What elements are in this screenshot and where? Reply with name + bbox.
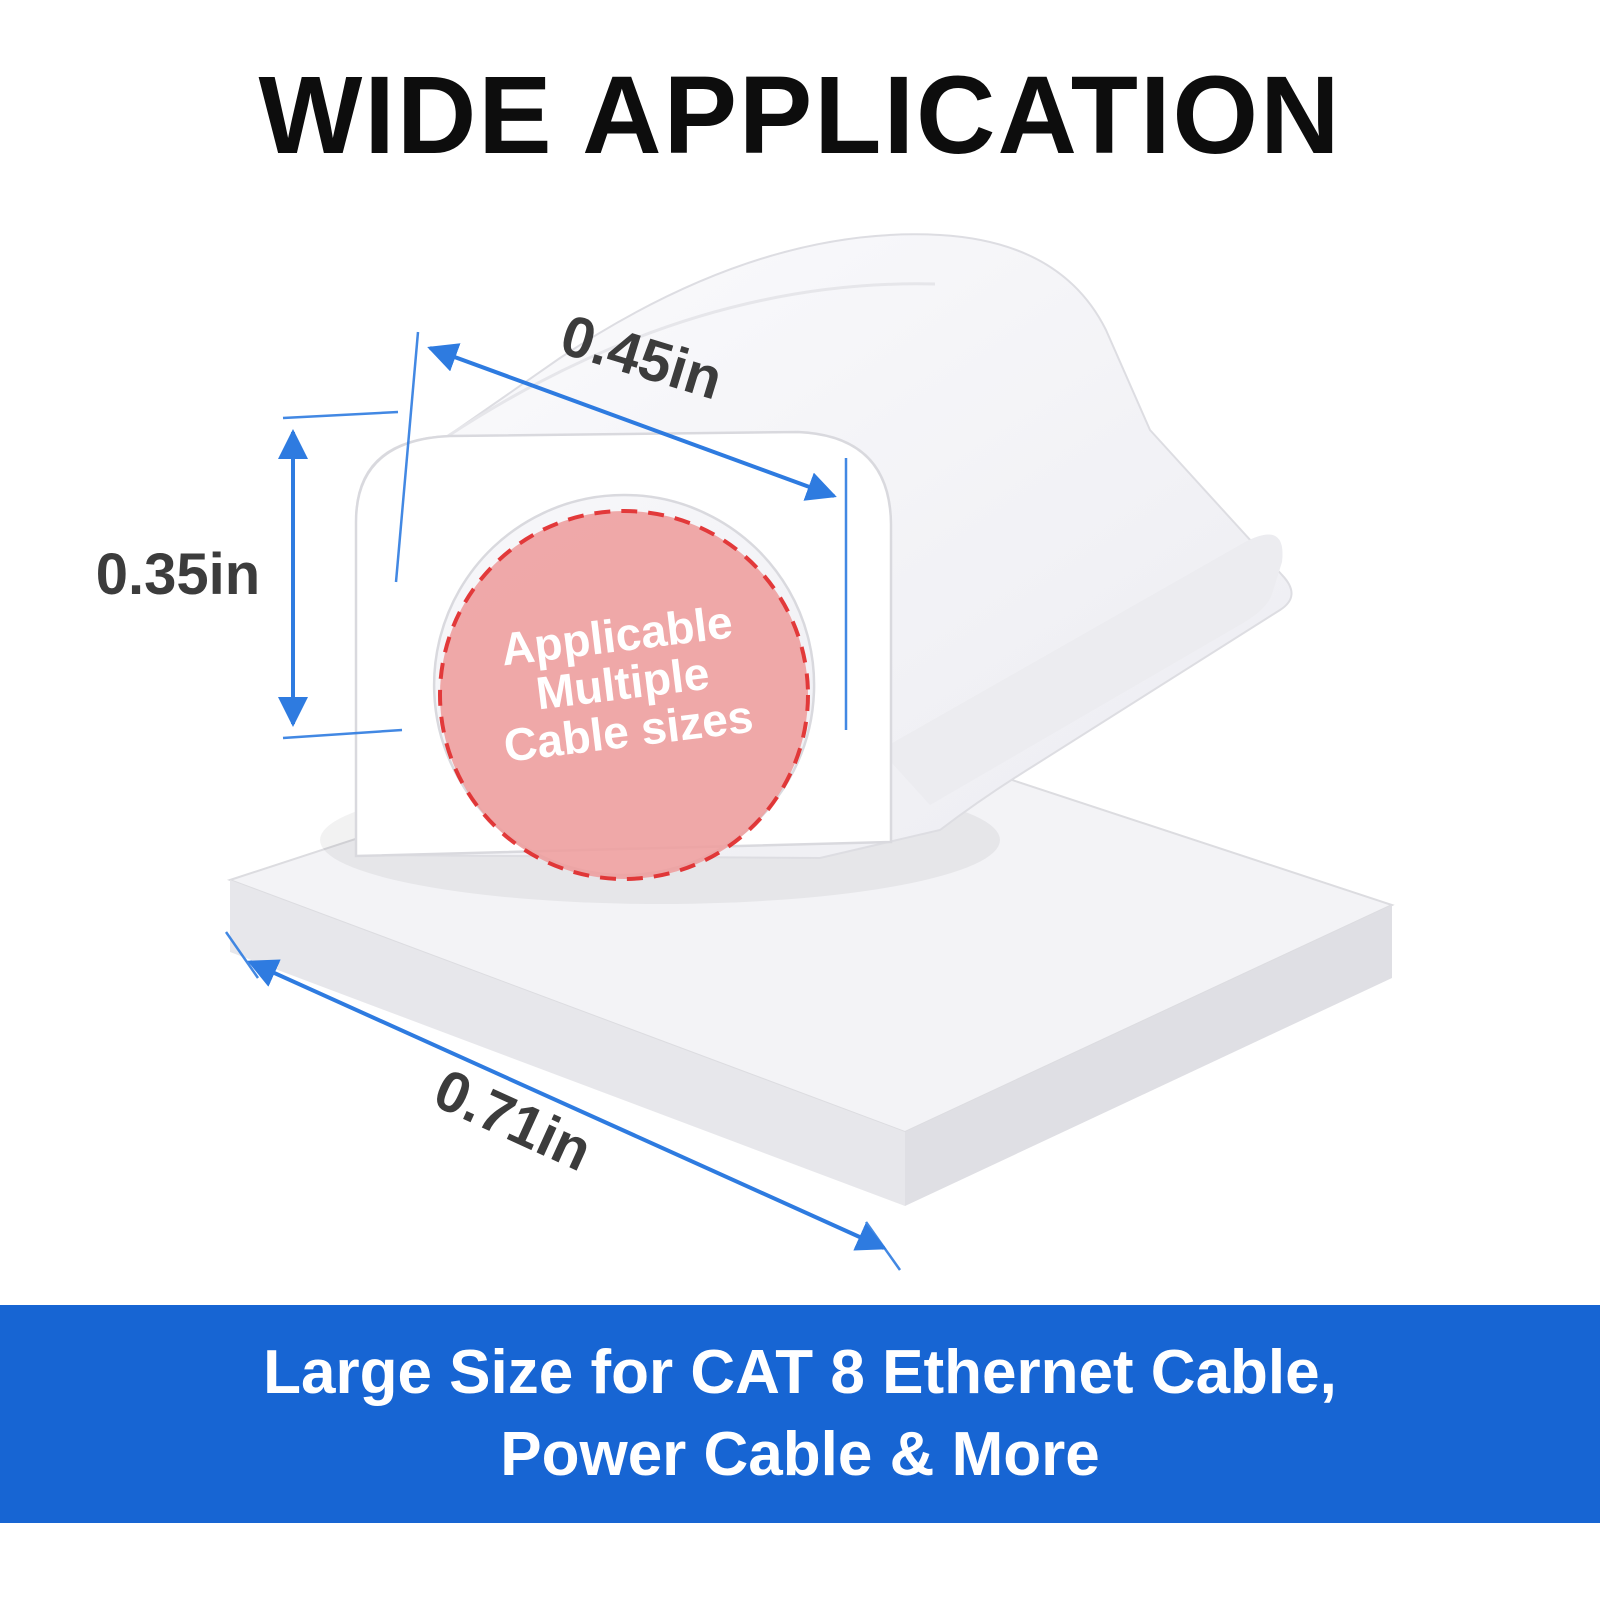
bottom-banner: Large Size for CAT 8 Ethernet Cable, Pow… [0, 1305, 1600, 1523]
cable-size-highlight: Applicable Multiple Cable sizes [438, 509, 810, 881]
banner-text-line2: Power Cable & More [500, 1420, 1100, 1489]
banner-text-line1: Large Size for CAT 8 Ethernet Cable, [263, 1338, 1337, 1408]
extension-line [282, 410, 399, 420]
dashed-red-circle [438, 509, 810, 881]
cable-clip-diagram: Applicable Multiple Cable sizes 0.45in 0… [96, 233, 1395, 1271]
dimension-label-left: 0.35in [96, 542, 260, 607]
extension-line [394, 331, 420, 583]
dimension-arrow [427, 343, 837, 501]
dimension-left-height: 0.35in [96, 410, 403, 740]
extension-line [282, 728, 403, 740]
clip-flap [880, 534, 1283, 805]
dimension-arrow [247, 959, 887, 1251]
page-title: WIDE APPLICATION [258, 54, 1342, 177]
base-front-right-face [905, 905, 1392, 1206]
